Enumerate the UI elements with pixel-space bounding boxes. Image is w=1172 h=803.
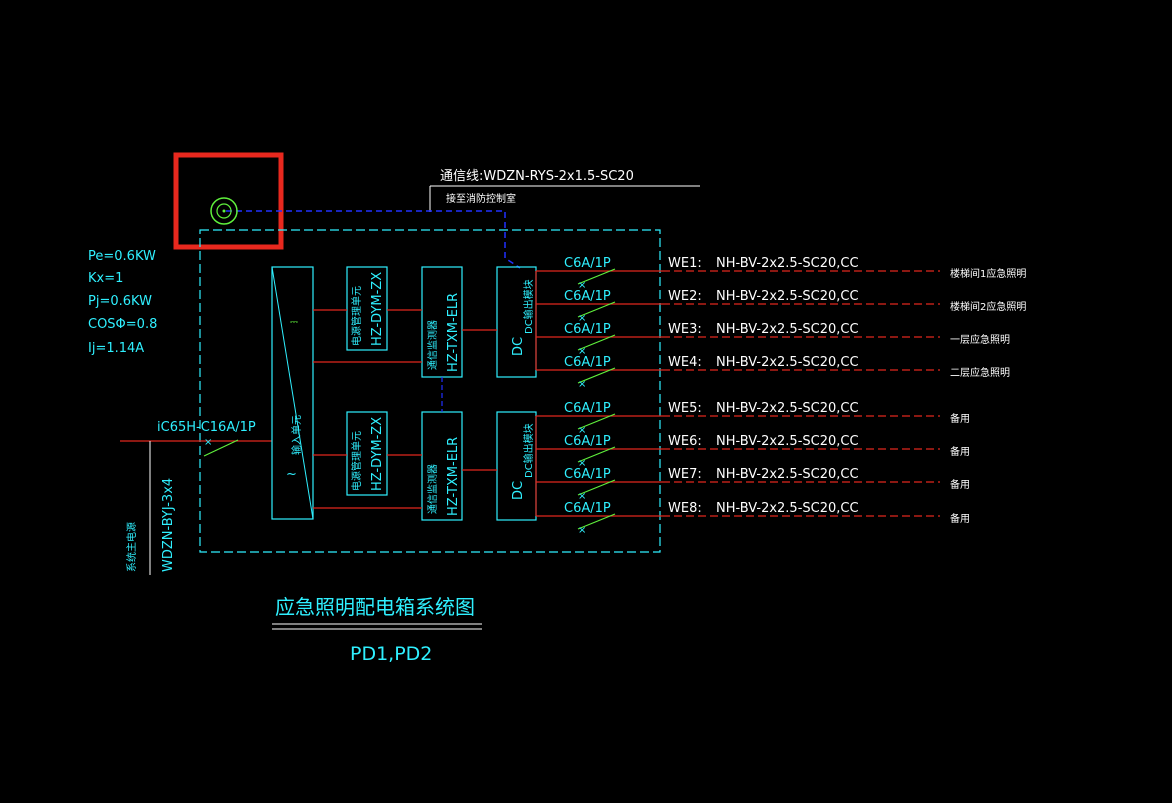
breaker-switch xyxy=(577,334,616,351)
breaker-switch xyxy=(577,367,616,384)
circuit-load: 备用 xyxy=(950,512,970,525)
terminal-symbol-outer xyxy=(210,197,238,225)
circuit-id: WE2: xyxy=(668,289,702,304)
breaker-label: C6A/1P xyxy=(564,501,611,516)
circuit-cable-spec: NH-BV-2x2.5-SC20,CC xyxy=(716,434,859,449)
comm-monitor-bottom-label: 通信监测器 xyxy=(426,464,439,514)
circuit-load: 备用 xyxy=(950,445,970,458)
comm-monitor-top-label: 通信监测器 xyxy=(426,320,439,370)
comm-monitor-top-model: HZ-TXM-ELR xyxy=(446,293,461,372)
input-unit-label: 输入单元 xyxy=(290,415,303,455)
breaker-x: × xyxy=(578,525,586,536)
breaker-x: × xyxy=(578,425,586,436)
terminal-symbol-inner xyxy=(216,203,232,219)
power-mgmt-bottom-label: 电源管理单元 xyxy=(350,431,363,491)
circuit-cable-spec: NH-BV-2x2.5-SC20,CC xyxy=(716,322,859,337)
breaker-x: × xyxy=(578,313,586,324)
power-mgmt-block-bottom xyxy=(346,411,388,496)
comm-monitor-bottom-model: HZ-TXM-ELR xyxy=(446,437,461,516)
circuit-2: × C6A/1P WE2: NH-BV-2x2.5-SC20,CC 楼梯间2应急照明 xyxy=(536,289,1026,324)
circuit-id: WE6: xyxy=(668,434,702,449)
main-breaker-switch xyxy=(203,439,239,457)
dc-output-bottom-label: DC输出模块 xyxy=(522,423,535,478)
breaker-label: C6A/1P xyxy=(564,322,611,337)
circuit-cable-spec: NH-BV-2x2.5-SC20,CC xyxy=(716,501,859,516)
circuit-load: 楼梯间2应急照明 xyxy=(950,300,1026,313)
breaker-label: C6A/1P xyxy=(564,401,611,416)
breaker-label: C6A/1P xyxy=(564,434,611,449)
breaker-switch xyxy=(577,479,616,496)
breaker-x: × xyxy=(578,280,586,291)
circuit-load: 备用 xyxy=(950,412,970,425)
circuit-cable-spec: NH-BV-2x2.5-SC20,CC xyxy=(716,256,859,271)
breaker-switch xyxy=(577,413,616,430)
terminal-symbol-dot xyxy=(222,209,226,213)
circuit-6: × C6A/1P WE6: NH-BV-2x2.5-SC20,CC 备用 xyxy=(536,434,970,469)
input-unit-dc-symbol: ⎓ xyxy=(290,317,298,328)
breaker-label: C6A/1P xyxy=(564,355,611,370)
breaker-label: C6A/1P xyxy=(564,467,611,482)
breaker-switch xyxy=(577,446,616,463)
circuit-id: WE4: xyxy=(668,355,702,370)
circuit-id: WE5: xyxy=(668,401,702,416)
breaker-x: × xyxy=(578,379,586,390)
circuit-cable-spec: NH-BV-2x2.5-SC20,CC xyxy=(716,467,859,482)
breaker-x: × xyxy=(578,346,586,357)
circuit-id: WE8: xyxy=(668,501,702,516)
param-cos: COSΦ=0.8 xyxy=(88,317,157,332)
distribution-box-outline xyxy=(199,229,661,553)
input-unit-diagonal xyxy=(271,266,314,520)
circuit-id: WE1: xyxy=(668,256,702,271)
circuit-7: × C6A/1P WE7: NH-BV-2x2.5-SC20,CC 备用 xyxy=(536,467,970,502)
power-mgmt-bottom-model: HZ-DYM-ZX xyxy=(370,417,385,491)
breaker-switch xyxy=(577,301,616,318)
param-kx: Kx=1 xyxy=(88,271,123,286)
circuit-id: WE3: xyxy=(668,322,702,337)
diagram-subtitle: PD1,PD2 xyxy=(350,643,432,665)
circuit-cable-spec: NH-BV-2x2.5-SC20,CC xyxy=(716,355,859,370)
comm-line-label: 通信线:WDZN-RYS-2x1.5-SC20 xyxy=(440,169,634,184)
power-mgmt-top-label: 电源管理单元 xyxy=(350,286,363,346)
dc-output-top-label: DC输出模块 xyxy=(522,279,535,334)
highlight-box xyxy=(173,152,284,250)
diagram-title: 应急照明配电箱系统图 xyxy=(275,595,475,619)
incoming-cable: WDZN-BYJ-3x4 xyxy=(161,478,176,572)
circuit-8: × C6A/1P WE8: NH-BV-2x2.5-SC20,CC 备用 xyxy=(536,501,970,536)
circuit-load: 备用 xyxy=(950,478,970,491)
power-mgmt-block-top xyxy=(346,266,388,351)
circuit-cable-spec: NH-BV-2x2.5-SC20,CC xyxy=(716,289,859,304)
circuit-id: WE7: xyxy=(668,467,702,482)
main-breaker-label: iC65H-C16A/1P xyxy=(157,420,256,435)
comm-line-sub: 接至消防控制室 xyxy=(446,192,516,205)
param-ij: Ij=1.14A xyxy=(88,341,144,356)
circuit-cable-spec: NH-BV-2x2.5-SC20,CC xyxy=(716,401,859,416)
circuit-3: × C6A/1P WE3: NH-BV-2x2.5-SC20,CC 一层应急照明 xyxy=(536,322,1010,357)
breaker-label: C6A/1P xyxy=(564,256,611,271)
param-pj: Pj=0.6KW xyxy=(88,294,152,309)
circuit-4: × C6A/1P WE4: NH-BV-2x2.5-SC20,CC 二层应急照明 xyxy=(536,355,1010,390)
comm-cable xyxy=(226,210,521,269)
power-mgmt-top-model: HZ-DYM-ZX xyxy=(370,272,385,346)
input-unit-ac-symbol: ~ xyxy=(286,467,297,482)
breaker-switch xyxy=(577,268,616,285)
circuit-5: × C6A/1P WE5: NH-BV-2x2.5-SC20,CC 备用 xyxy=(536,401,970,436)
input-unit-block xyxy=(271,266,314,520)
breaker-label: C6A/1P xyxy=(564,289,611,304)
main-breaker-x: × xyxy=(204,437,212,448)
incoming-source: 系统主电源 xyxy=(125,522,138,572)
dc-output-top-model: DC xyxy=(511,337,526,356)
circuit-1: × C6A/1P WE1: NH-BV-2x2.5-SC20,CC 楼梯间1应急照明 xyxy=(536,256,1026,291)
param-pe: Pe=0.6KW xyxy=(88,249,156,264)
breaker-switch xyxy=(577,513,616,530)
breaker-x: × xyxy=(578,458,586,469)
internal-wiring xyxy=(313,309,497,509)
circuit-load: 楼梯间1应急照明 xyxy=(950,267,1026,280)
circuit-load: 二层应急照明 xyxy=(950,366,1010,379)
breaker-x: × xyxy=(578,491,586,502)
dc-output-bottom-model: DC xyxy=(511,481,526,500)
circuit-load: 一层应急照明 xyxy=(950,333,1010,346)
